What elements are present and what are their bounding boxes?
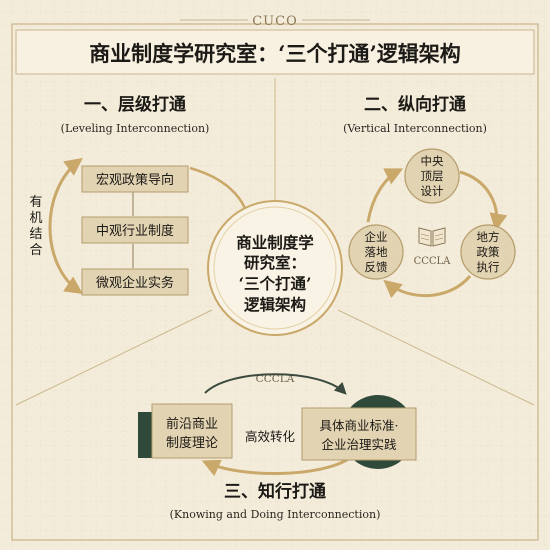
node-right-line-1: 地方 [477,230,500,244]
knowing-top-arc [204,373,347,395]
right-box-line-2: 企业治理实践 [321,437,397,452]
knowing-title: 三、知行打通 [224,481,326,502]
leveling-subtitle: (Leveling Interconnection) [61,122,210,135]
center-line-3: ‘三个打通’ [239,274,312,293]
cycle-arrow-top-right [459,170,508,232]
center-line-1: 商业制度学 [236,233,314,252]
node-local-execution [460,224,516,280]
side-label-char-4: 合 [29,243,42,258]
level-label-meso: 中观行业制度 [96,223,174,239]
side-label-char-2: 机 [29,211,42,226]
leveling-title: 一、层级打通 [84,94,186,115]
vertical-title: 二、纵向打通 [364,94,466,115]
node-left-line-3: 反馈 [365,260,388,274]
level-box-macro [81,165,189,193]
center-circle-inner-ring [213,206,337,330]
node-top-line-1: 中央 [421,154,444,168]
outer-frame [11,23,539,541]
vertical-subtitle: (Vertical Interconnection) [343,122,487,135]
side-label-char-3: 结 [29,227,42,242]
left-theory-box [151,403,233,459]
knowing-subtitle: (Knowing and Doing Interconnection) [170,508,381,521]
right-practice-box [301,407,417,461]
node-left-line-1: 企业 [365,230,388,244]
left-box-line-2: 制度理论 [166,435,218,451]
level-label-macro: 宏观政策导向 [96,172,174,188]
page-title: 商业制度学研究室：‘三个打通’逻辑架构 [89,41,461,66]
brand-label: CUCO [252,14,298,29]
center-circle [207,200,343,336]
level-label-micro: 微观企业实务 [96,275,174,291]
level-box-meso [81,216,189,244]
right-box-line-1: 具体商业标准· [320,418,399,433]
node-right-line-3: 执行 [477,260,500,274]
level-box-micro [81,268,189,296]
transform-label: 高效转化 [245,429,296,444]
divider-left [15,309,213,406]
leveling-side-arc [48,157,83,295]
knowing-bottom-arc [201,456,351,477]
center-line-4: 逻辑架构 [244,295,306,314]
left-box-line-1: 前沿商业 [166,416,218,432]
node-right-line-2: 政策 [477,245,500,259]
book-icon [418,227,446,247]
title-banner [15,29,535,75]
node-top-line-2: 顶层 [421,169,444,183]
vertical-center-label: CCCLA [414,256,452,267]
node-enterprise-feedback [348,224,404,280]
divider-right [337,309,535,406]
node-central-design [404,148,460,204]
node-top-line-3: 设计 [421,184,444,198]
cycle-arrow-left [366,168,404,223]
cycle-arrow-bottom [383,275,472,299]
center-line-2: 研究室： [244,253,306,272]
knowing-top-label: CCCLA [256,373,295,385]
node-left-line-2: 落地 [365,245,388,259]
side-label-char-1: 有 [29,195,42,210]
